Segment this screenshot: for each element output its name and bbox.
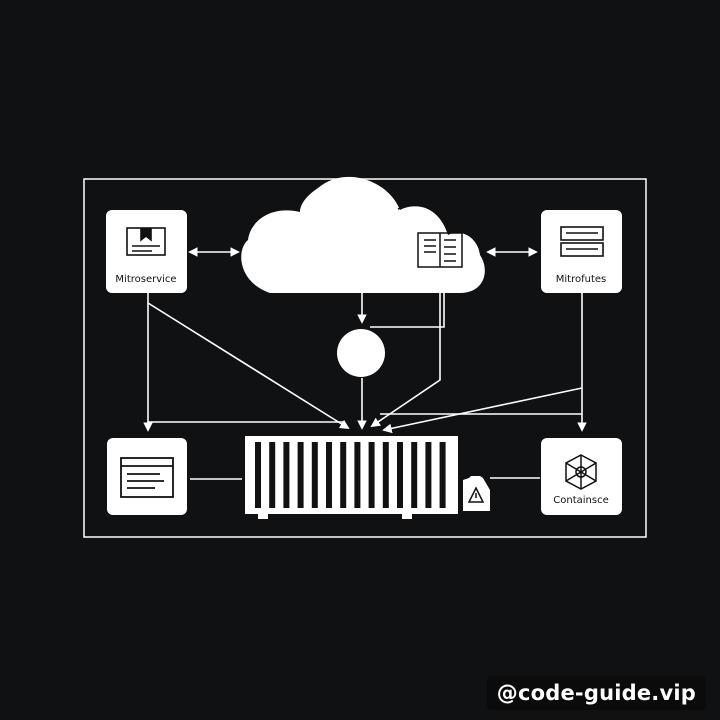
node-label-top-right: Mitrofutes xyxy=(556,274,606,285)
connectors xyxy=(143,247,587,480)
container-rib xyxy=(326,442,332,508)
connector-topright-container xyxy=(382,387,583,434)
container-rib xyxy=(439,442,446,508)
container-rib xyxy=(354,442,361,508)
container-ribs xyxy=(255,442,446,508)
container-rib xyxy=(269,442,276,508)
container-rib xyxy=(411,442,418,508)
node-microservice-left[interactable]: Mitroservice xyxy=(106,210,187,293)
server-rack-icon xyxy=(560,226,604,257)
container-rib xyxy=(397,442,403,508)
connector-cloud-container xyxy=(370,292,441,428)
document-bookmark-icon xyxy=(126,227,166,256)
outer-frame xyxy=(83,178,647,538)
node-browser-window[interactable] xyxy=(107,438,187,515)
node-container-service[interactable]: Containsce xyxy=(541,438,622,515)
container-rib xyxy=(368,442,375,508)
container-rib xyxy=(425,442,432,508)
connector-cloud-side xyxy=(370,292,445,328)
shipping-container-icon[interactable] xyxy=(245,436,458,519)
container-rib xyxy=(255,442,261,508)
container-rib xyxy=(297,442,304,508)
network-cube-icon xyxy=(565,454,597,490)
node-label-top-left: Mitroservice xyxy=(115,274,176,285)
cloud-icon[interactable] xyxy=(241,176,485,293)
node-microservice-right[interactable]: Mitrofutes xyxy=(541,210,622,293)
browser-window-icon xyxy=(120,457,174,498)
container-rib xyxy=(340,442,347,508)
watermark: @code-guide.vip xyxy=(486,676,706,710)
connector-topleft-container xyxy=(147,302,350,430)
warning-tag-icon xyxy=(463,476,490,511)
node-label-bottom-right: Containsce xyxy=(553,495,608,506)
circle-hub-icon[interactable] xyxy=(337,329,385,377)
container-rib xyxy=(283,442,290,508)
container-rib xyxy=(311,442,318,508)
container-rib xyxy=(382,442,389,508)
book-panel-icon xyxy=(417,232,463,268)
